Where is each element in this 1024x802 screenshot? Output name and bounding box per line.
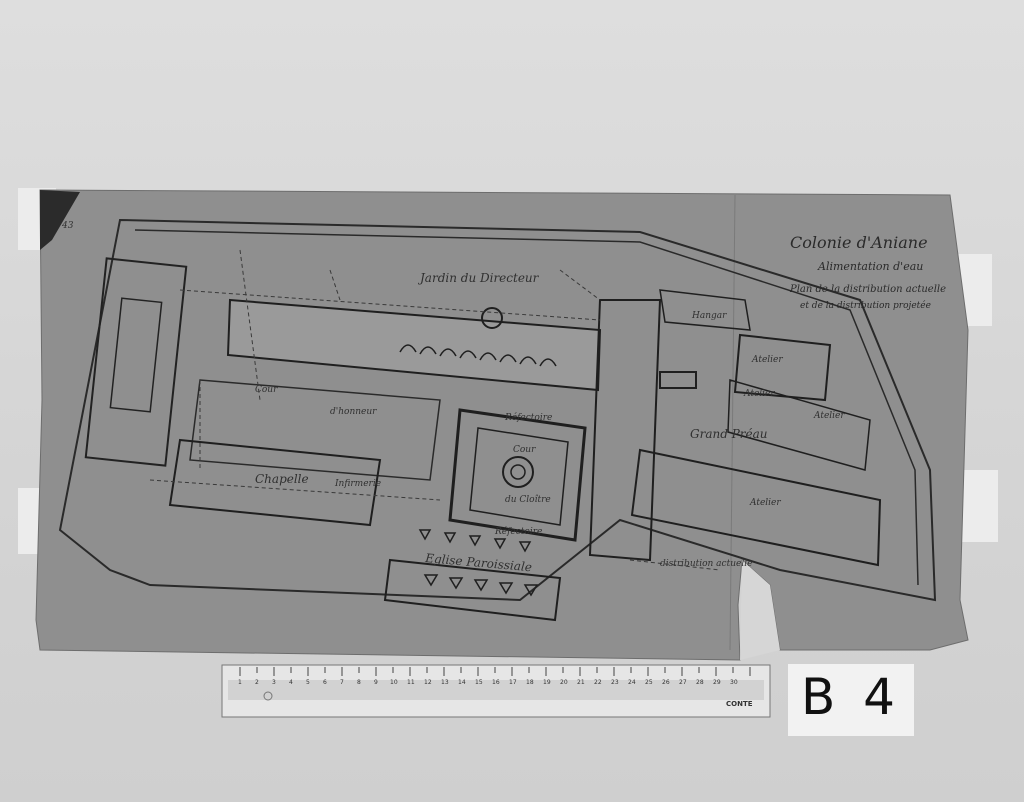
ruler-number: 29 <box>713 679 721 686</box>
ruler-number: 19 <box>543 679 551 686</box>
catalogue-card: B 4 <box>788 664 914 736</box>
ruler-numbers: 1 2 3 4 5 6 7 8 9 10 11 12 13 14 15 16 1… <box>238 679 738 686</box>
atelier-row <box>727 379 871 471</box>
cloister-court <box>469 427 569 526</box>
hangar-building <box>659 289 751 331</box>
label-infirmerie: Infirmerie <box>334 479 381 489</box>
cloister <box>448 408 587 542</box>
ruler-number: 11 <box>407 679 415 686</box>
label-atelier-main: Atelier <box>749 498 781 508</box>
ruler-number: 30 <box>730 679 738 686</box>
plan-description-line-2: et de la distribution projetée <box>800 300 931 311</box>
water-lines <box>149 249 721 571</box>
ruler-number: 17 <box>509 679 517 686</box>
label-cloitre: du Cloître <box>505 494 551 505</box>
label-legend-actuelle: distribution actuelle <box>660 559 752 569</box>
enclosure-wall <box>58 218 937 602</box>
ruler-number: 13 <box>441 679 449 686</box>
ruler-number: 7 <box>340 679 344 686</box>
ruler-number: 15 <box>475 679 483 686</box>
sheet-torn-corner <box>40 190 80 250</box>
ruler-number: 20 <box>560 679 568 686</box>
label-chapelle: Chapelle <box>255 472 309 486</box>
reservoir <box>659 371 697 389</box>
ruler-number: 14 <box>458 679 466 686</box>
cour-honneur <box>189 379 441 481</box>
north-wing <box>226 298 602 392</box>
catalogue-card-text: B 4 <box>800 668 901 726</box>
grand-preau-building <box>630 448 882 567</box>
ruler-brand: CONTE <box>726 700 753 708</box>
church-building <box>383 558 562 622</box>
label-cour-honneur-1: Cour <box>255 385 278 395</box>
ruler-number: 5 <box>306 679 310 686</box>
ruler-number: 12 <box>424 679 432 686</box>
label-atelier-1: Atelier <box>751 355 783 365</box>
ruler-number: 21 <box>577 679 585 686</box>
east-wing <box>588 299 662 562</box>
ruler-number: 25 <box>645 679 653 686</box>
sheet-fold <box>729 194 736 651</box>
ruler-number: 10 <box>390 679 398 686</box>
chapel-building <box>168 438 382 527</box>
road <box>134 229 919 586</box>
fountain <box>502 456 534 488</box>
ruler-number: 24 <box>628 679 636 686</box>
ruler-number: 28 <box>696 679 704 686</box>
corner-mark: 43 <box>61 221 74 231</box>
ruler-number: 23 <box>611 679 619 686</box>
label-cour-cloitre: Cour <box>513 445 536 455</box>
plan-description-line-1: Plan de la distribution actuelle <box>789 284 946 295</box>
ruler-number: 2 <box>255 679 259 686</box>
left-building-core <box>109 297 163 413</box>
label-grand-preau: Grand Préau <box>690 427 768 441</box>
ruler-hole <box>263 691 273 701</box>
ruler-bevel <box>228 680 764 700</box>
atelier-building <box>733 333 832 402</box>
label-atelier-3: Atelier <box>813 411 845 421</box>
ruler-number: 9 <box>374 679 378 686</box>
tape-strip <box>962 470 998 542</box>
label-cour-honneur-2: d'honneur <box>330 407 377 417</box>
ruler-number: 4 <box>289 679 293 686</box>
label-refectoire-1: Réfectoire <box>504 412 552 423</box>
church-pillars <box>418 529 539 597</box>
sheet-tear <box>740 560 780 660</box>
fountain-basin <box>510 464 526 480</box>
label-refectoire-2: Réfectoire <box>494 526 542 537</box>
ruler-number: 6 <box>323 679 327 686</box>
ruler-ticks <box>239 667 751 676</box>
ruler-number: 16 <box>492 679 500 686</box>
label-jardin: Jardin du Directeur <box>417 271 540 285</box>
plan-subtitle: Alimentation d'eau <box>817 260 923 273</box>
ruler-number: 1 <box>238 679 242 686</box>
ruler-number: 3 <box>272 679 276 686</box>
label-atelier-2: Atelier <box>743 389 775 399</box>
ruler-number: 18 <box>526 679 534 686</box>
ruler-number: 8 <box>357 679 361 686</box>
plan-title: Colonie d'Aniane <box>790 233 928 252</box>
ruler-number: 22 <box>594 679 602 686</box>
label-hangar: Hangar <box>691 311 727 321</box>
ruler-number: 27 <box>679 679 687 686</box>
arcade <box>399 344 557 367</box>
left-building <box>84 257 188 467</box>
ruler-number: 26 <box>662 679 670 686</box>
garden-basin <box>481 307 503 329</box>
